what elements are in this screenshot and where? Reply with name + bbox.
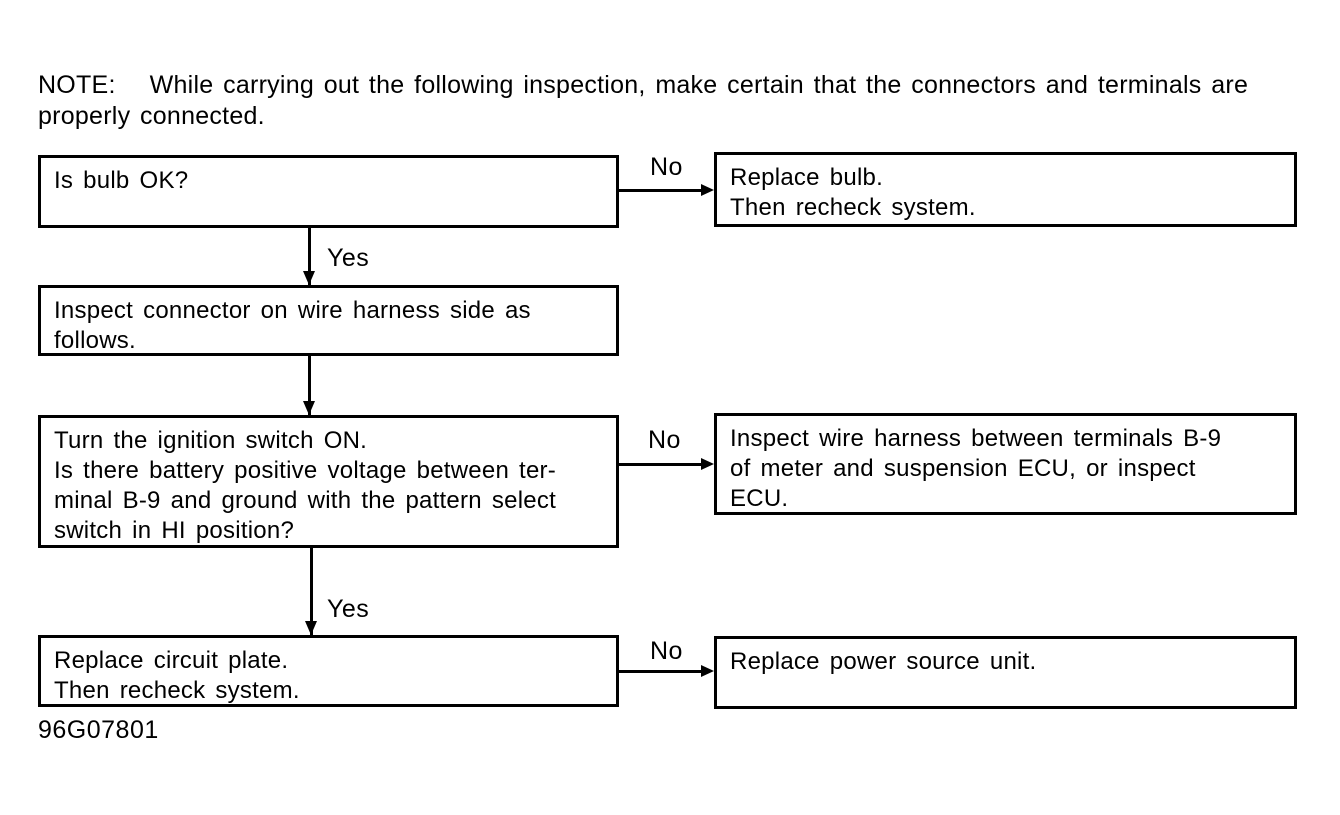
arrow-right-icon (701, 458, 714, 470)
flow-box-line: Then recheck system. (54, 677, 300, 704)
flow-box-inspect-connector: Inspect connector on wire harness side a… (38, 285, 619, 356)
flow-box-is-bulb-ok: Is bulb OK? (38, 155, 619, 228)
edge-label-no-3: No (650, 637, 683, 665)
arrow-down-icon (305, 621, 317, 635)
flow-box-line: Is there battery positive voltage betwee… (54, 457, 557, 484)
figure-code: 96G07801 (38, 716, 159, 744)
flow-box-line: Then recheck system. (730, 194, 976, 221)
flow-box-line: Inspect wire harness between terminals B… (730, 425, 1222, 452)
flow-box-line: Inspect connector on wire harness side a… (54, 297, 531, 324)
flow-box-ignition-check: Turn the ignition switch ON. Is there ba… (38, 415, 619, 548)
no-connector-2-line (618, 463, 704, 466)
note-label: NOTE: (38, 71, 116, 99)
arrow-right-icon (701, 665, 714, 677)
flow-box-line: Replace power source unit. (730, 648, 1037, 675)
flow-box-line: Replace circuit plate. (54, 647, 289, 674)
note-paragraph: NOTE:While carrying out the following in… (38, 70, 1338, 132)
flow-box-line: Is bulb OK? (54, 167, 189, 194)
flow-box-replace-circuit-plate: Replace circuit plate. Then recheck syst… (38, 635, 619, 707)
arrow-right-icon (701, 184, 714, 196)
arrow-down-icon (303, 271, 315, 285)
flow-box-line: Turn the ignition switch ON. (54, 427, 368, 454)
flow-box-line: minal B-9 and ground with the pattern se… (54, 487, 557, 514)
no-connector-1-line (618, 189, 704, 192)
flow-box-line: ECU. (730, 485, 789, 512)
flow-box-line: Replace bulb. (730, 164, 884, 191)
edge-label-yes-1: Yes (327, 244, 370, 272)
edge-label-no-2: No (648, 426, 681, 454)
flow-box-replace-power-source: Replace power source unit. (714, 636, 1297, 709)
note-text: While carrying out the following inspect… (38, 71, 1249, 130)
edge-label-yes-2: Yes (327, 595, 370, 623)
connector-2-line (308, 355, 311, 415)
yes-connector-1-line (308, 227, 311, 285)
yes-connector-2-line (310, 548, 313, 635)
flow-box-replace-bulb: Replace bulb. Then recheck system. (714, 152, 1297, 227)
flow-box-line: follows. (54, 327, 136, 354)
flow-box-line: switch in HI position? (54, 517, 295, 544)
arrow-down-icon (303, 401, 315, 415)
no-connector-3-line (618, 670, 704, 673)
flow-box-inspect-harness: Inspect wire harness between terminals B… (714, 413, 1297, 515)
flow-box-line: of meter and suspension ECU, or inspect (730, 455, 1196, 482)
edge-label-no-1: No (650, 153, 683, 181)
